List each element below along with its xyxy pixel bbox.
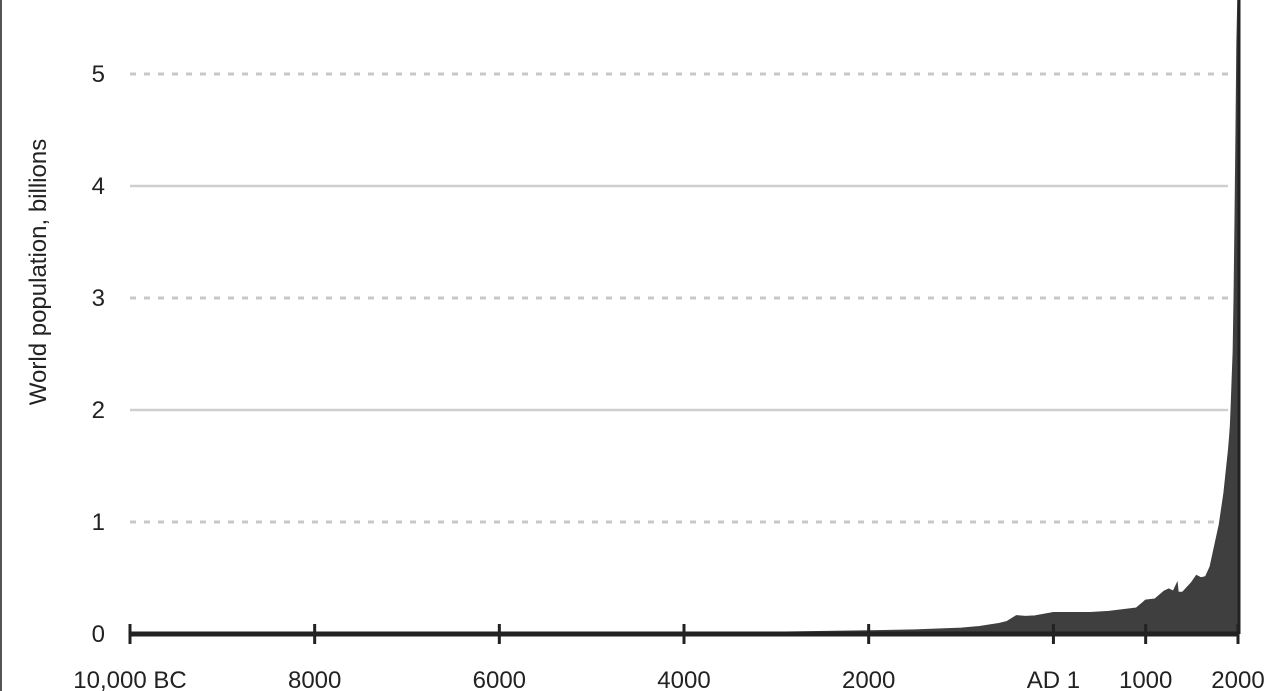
y-tick-label: 2 xyxy=(92,397,105,424)
x-tick-labels: 10,000 BC 8000 6000 4000 2000 AD 1 1000 2000 xyxy=(73,667,1264,691)
x-tick-label: 1000 xyxy=(1119,667,1172,691)
y-axis-label: World population, billions xyxy=(25,139,52,405)
y-tick-label: 4 xyxy=(92,173,105,200)
x-tick-label: 2000 xyxy=(1211,667,1264,691)
x-tick-label: 6000 xyxy=(473,667,526,691)
x-tick-label: 2000 xyxy=(842,667,895,691)
x-tick-label: 8000 xyxy=(288,667,341,691)
y-tick-label: 1 xyxy=(92,509,105,536)
x-tick-label: 10,000 BC xyxy=(73,667,186,691)
axes xyxy=(0,0,1241,691)
y-tick-label: 5 xyxy=(92,61,105,88)
x-tick-label: AD 1 xyxy=(1027,667,1080,691)
gridlines xyxy=(130,72,1228,524)
x-tick-label: 4000 xyxy=(657,667,710,691)
y-tick-label: 0 xyxy=(92,621,105,648)
plot-area xyxy=(129,0,1239,635)
population-area xyxy=(129,0,1239,635)
y-tick-label: 3 xyxy=(92,285,105,312)
y-tick-labels: 0 1 2 3 4 5 xyxy=(92,61,105,648)
